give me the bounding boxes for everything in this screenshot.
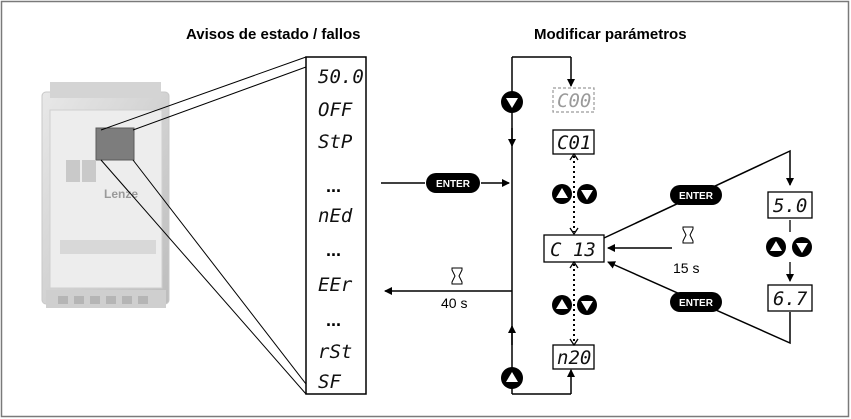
enter-key-upper: ENTER [670, 185, 722, 205]
status-item: ... [326, 310, 341, 330]
enter-key-main: ENTER [426, 173, 480, 193]
param-display-c00 [552, 87, 595, 113]
projection-line-bottom-right [132, 159, 307, 385]
frequency-inverter-image: Lenze [41, 82, 170, 308]
enter-path-to-value [603, 149, 794, 239]
value-display-b [767, 284, 813, 312]
enter-path-back [607, 261, 791, 345]
down-button-icon [501, 91, 523, 113]
status-item: OFF [318, 99, 353, 121]
svg-text:ENTER: ENTER [436, 179, 471, 190]
timer-right: 15 s [673, 260, 699, 276]
hourglass-icon [451, 267, 463, 285]
status-item: StP [318, 131, 353, 153]
down-button-icon [792, 237, 812, 257]
hourglass-icon [682, 226, 694, 244]
status-item: nEd [318, 205, 353, 227]
svg-text:ENTER: ENTER [679, 191, 714, 202]
device-brand: Lenze [104, 187, 138, 201]
status-item: 50.0 [318, 66, 364, 88]
svg-text:ENTER: ENTER [679, 298, 714, 309]
param-c13-text: C 13 [550, 239, 596, 261]
heading-status: Avisos de estado / fallos [186, 26, 361, 43]
timer-left: 40 s [441, 295, 467, 311]
dotted-arrow-down-1 [569, 227, 579, 236]
device-display-icon [95, 127, 135, 161]
status-item: SF [318, 371, 341, 393]
value-b-text: 6.7 [773, 288, 808, 310]
status-item: rSt [318, 341, 352, 363]
up-button-icon [501, 367, 523, 389]
value-display-a [767, 191, 813, 219]
projection-line-top-right [132, 66, 307, 131]
status-item: EEr [318, 274, 353, 296]
up-button-icon [552, 295, 572, 315]
param-c00-text: C00 [557, 90, 591, 112]
status-item: ... [326, 176, 341, 196]
enter-key-lower: ENTER [670, 292, 722, 312]
down-button-icon [577, 295, 597, 315]
projection-line-top [100, 56, 307, 131]
dotted-arrow-up-2 [569, 260, 579, 269]
param-display-c01 [552, 129, 595, 155]
down-button-icon [577, 184, 597, 204]
up-button-icon [552, 184, 572, 204]
dotted-arrow-up-1 [569, 152, 579, 161]
value-a-text: 5.0 [773, 195, 807, 217]
status-display-column [305, 56, 367, 395]
dotted-arrow-down-2 [569, 338, 579, 347]
projection-line-bottom [100, 159, 307, 395]
status-item: ... [326, 240, 341, 260]
up-button-icon [766, 237, 786, 257]
param-c01-text: C01 [557, 132, 591, 154]
heading-parameters: Modificar parámetros [534, 26, 687, 43]
param-n20-text: n20 [557, 347, 591, 369]
